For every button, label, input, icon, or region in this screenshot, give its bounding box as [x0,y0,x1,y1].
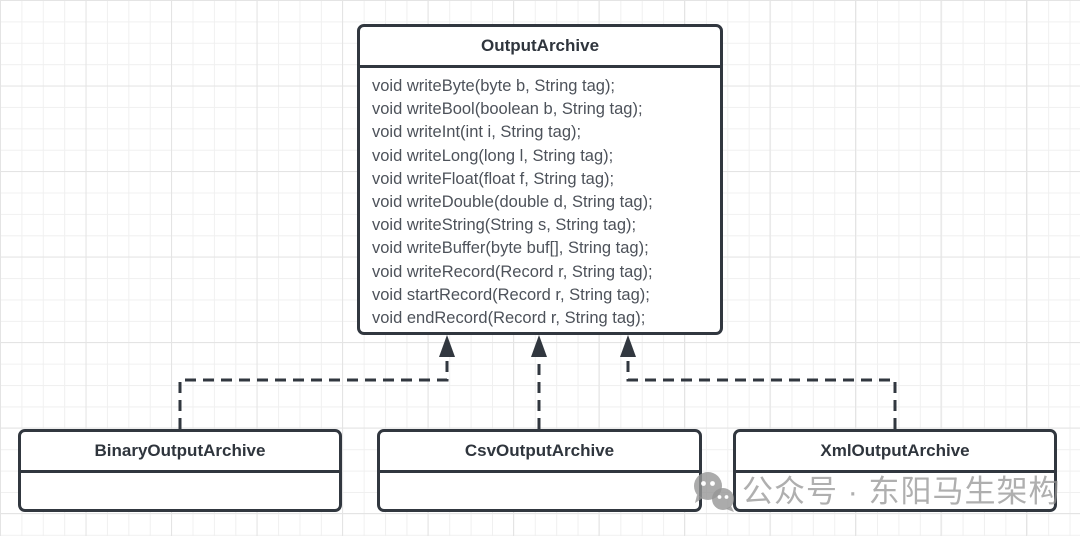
wechat-icon [694,472,734,512]
arrowhead-icon [531,335,547,357]
class-title: OutputArchive [360,27,720,68]
class-box-xmloutputarchive: XmlOutputArchive [733,429,1057,512]
class-box-outputarchive: OutputArchive void writeByte(byte b, Str… [357,24,723,335]
method-row: void writeFloat(float f, String tag); [372,169,615,188]
method-row: void writeBool(boolean b, String tag); [372,100,643,119]
arrowhead-icon [620,335,636,357]
method-row: void writeByte(byte b, String tag); [372,77,616,95]
class-empty-body [21,473,339,512]
watermark-text: 公众号 · 东阳马生架构 [742,473,1061,509]
class-method-list: void writeByte(byte b, String tag); void… [360,68,720,330]
method-row: void writeInt(int i, String tag); [372,123,582,142]
method-row: void startRecord(Record r, String tag); [372,285,650,304]
connector-binary-to-parent [178,356,449,429]
class-box-csvoutputarchive: CsvOutputArchive [377,429,702,512]
connector-xml-to-parent [626,356,897,429]
method-row: void endRecord(Record r, String tag); [372,309,646,328]
watermark: 公众号 · 东阳马生架构 [688,462,1061,514]
method-row: void writeRecord(Record r, String tag); [372,262,653,281]
arrowhead-icon [439,335,455,357]
method-row: void writeDouble(double d, String tag); [372,193,653,212]
class-title: BinaryOutputArchive [21,432,339,473]
class-title: CsvOutputArchive [380,432,699,473]
class-title: XmlOutputArchive [736,432,1054,473]
method-row: void writeBuffer(byte buf[], String tag)… [372,239,649,258]
class-empty-body [380,473,699,512]
method-row: void writeString(String s, String tag); [372,216,637,235]
method-row: void writeLong(long l, String tag); [372,146,614,165]
class-box-binaryoutputarchive: BinaryOutputArchive [18,429,342,512]
